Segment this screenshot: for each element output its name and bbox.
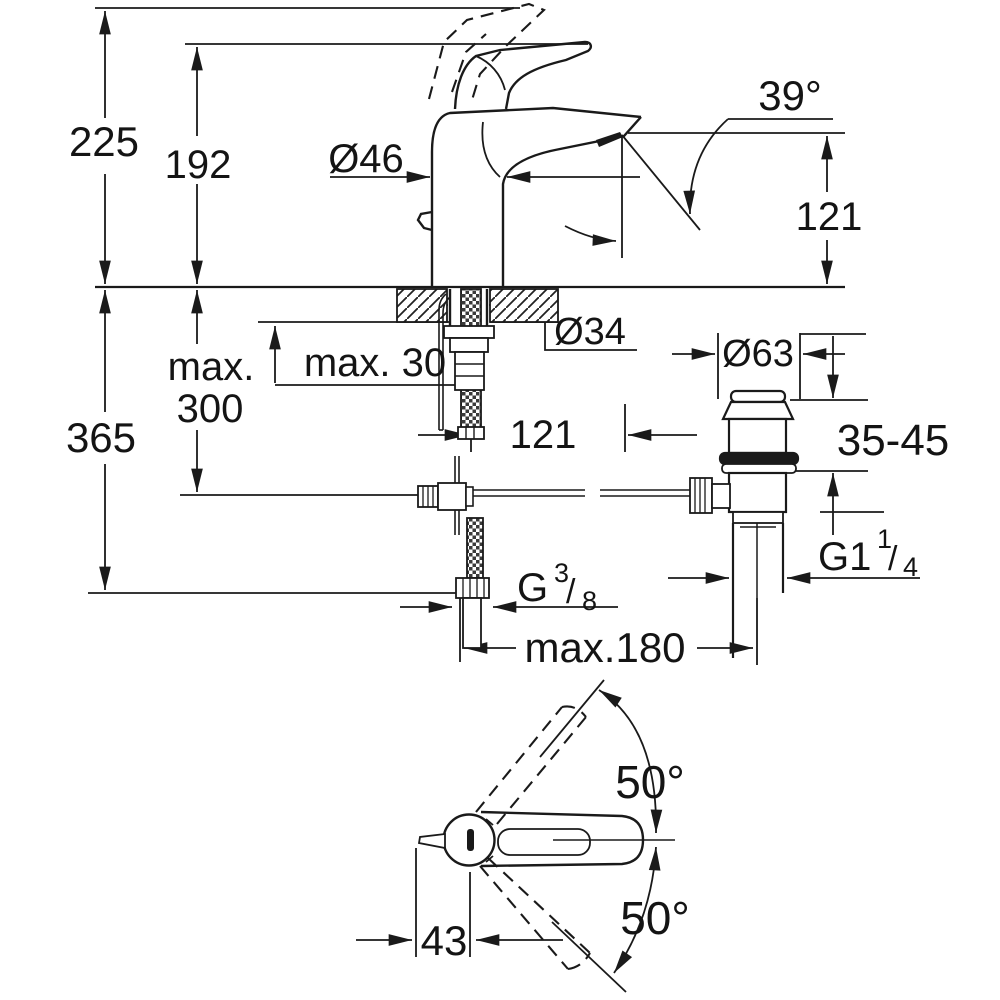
dim-clamping-range: 35-45 bbox=[837, 416, 950, 465]
faucet-body-spout-join bbox=[481, 121, 501, 178]
dim-center-to-drain: 121 bbox=[510, 413, 577, 457]
handle-inner-face bbox=[497, 828, 591, 856]
spout-aerator-slit bbox=[596, 132, 623, 147]
faucet-front-view bbox=[396, 2, 690, 649]
horizontal-rod bbox=[473, 489, 690, 497]
dim-supply-thread: G bbox=[517, 566, 548, 610]
dim-drain-thread: G1 bbox=[818, 535, 871, 579]
dim-counter-thickness: max. 30 bbox=[304, 341, 446, 385]
waste-upper-body bbox=[727, 417, 788, 455]
dim-drain-thread-den: 4 bbox=[903, 552, 918, 582]
handle-top-view bbox=[417, 705, 645, 971]
dim-overall-height: 225 bbox=[69, 118, 139, 165]
dim-body-diameter: Ø46 bbox=[328, 137, 404, 181]
dimension-labels: 225 192 Ø46 39° 121 max. 30 Ø34 max. 300… bbox=[66, 72, 949, 964]
handle-bar bbox=[480, 810, 645, 868]
dim-supply-thread-den: 8 bbox=[582, 586, 597, 616]
waste-knob-neck bbox=[711, 483, 731, 509]
dim-spout-top-height: 192 bbox=[165, 143, 232, 187]
dim-supply-thread-slash: / bbox=[566, 573, 576, 611]
lever-handle-detail bbox=[475, 55, 506, 91]
mounting-bracket bbox=[449, 337, 489, 353]
handle-raised-position-dashed bbox=[475, 705, 587, 825]
popup-knob bbox=[416, 210, 433, 232]
hose-end-fitting bbox=[457, 426, 485, 440]
spout-stream-axis bbox=[621, 134, 701, 231]
dim-spout-outlet-height: 121 bbox=[796, 195, 863, 239]
faucet-spout-underside bbox=[501, 116, 642, 287]
dim-swivel-upper: 50° bbox=[615, 756, 685, 808]
hose-thread-end bbox=[462, 597, 482, 649]
dim-handle-offset: 43 bbox=[421, 917, 468, 964]
mounting-washer bbox=[443, 325, 495, 339]
dim-drain-thread-num: 1 bbox=[877, 524, 892, 554]
dim-drain-thread-slash: / bbox=[888, 540, 898, 578]
dim-spout-angle: 39° bbox=[758, 72, 822, 119]
ext-handle-down-axis bbox=[551, 921, 627, 993]
waste-plug-cap bbox=[729, 389, 787, 404]
dim-flange-diameter: Ø63 bbox=[722, 333, 794, 375]
handle-lowered-position-dashed bbox=[479, 857, 591, 971]
waste-flange-cone bbox=[721, 400, 795, 421]
dim-rod-length-word: max. bbox=[168, 345, 255, 389]
extension-lines bbox=[88, 7, 884, 993]
ext-handle-up-axis bbox=[539, 679, 605, 758]
waste-seal-washer bbox=[721, 463, 797, 474]
dim-swivel-lower: 50° bbox=[620, 892, 690, 944]
dim-rod-length-value: 300 bbox=[177, 387, 244, 431]
waste-knurled-knob bbox=[689, 477, 713, 514]
popup-rod bbox=[438, 293, 460, 535]
handle-pivot-slot bbox=[467, 829, 474, 851]
faucet-body-left-top bbox=[430, 106, 642, 287]
supply-hose-lower bbox=[466, 517, 484, 579]
lever-handle-raised-dashed bbox=[427, 2, 546, 101]
popup-waste-assembly bbox=[689, 389, 800, 658]
waste-body-step bbox=[732, 511, 784, 524]
dim-max-hose-reach: max.180 bbox=[524, 624, 685, 671]
dim-supply-thread-num: 3 bbox=[554, 558, 569, 588]
counter-slab-right bbox=[489, 288, 559, 323]
lever-handle-solid bbox=[453, 40, 593, 110]
mounting-nut bbox=[454, 351, 485, 391]
handle-pin bbox=[417, 832, 446, 850]
linkage-tee bbox=[437, 482, 467, 511]
dim-below-counter-depth: 365 bbox=[66, 414, 136, 461]
waste-lower-body bbox=[727, 471, 788, 514]
waste-seal-ring bbox=[718, 451, 800, 466]
dim-hole-diameter: Ø34 bbox=[554, 311, 626, 353]
